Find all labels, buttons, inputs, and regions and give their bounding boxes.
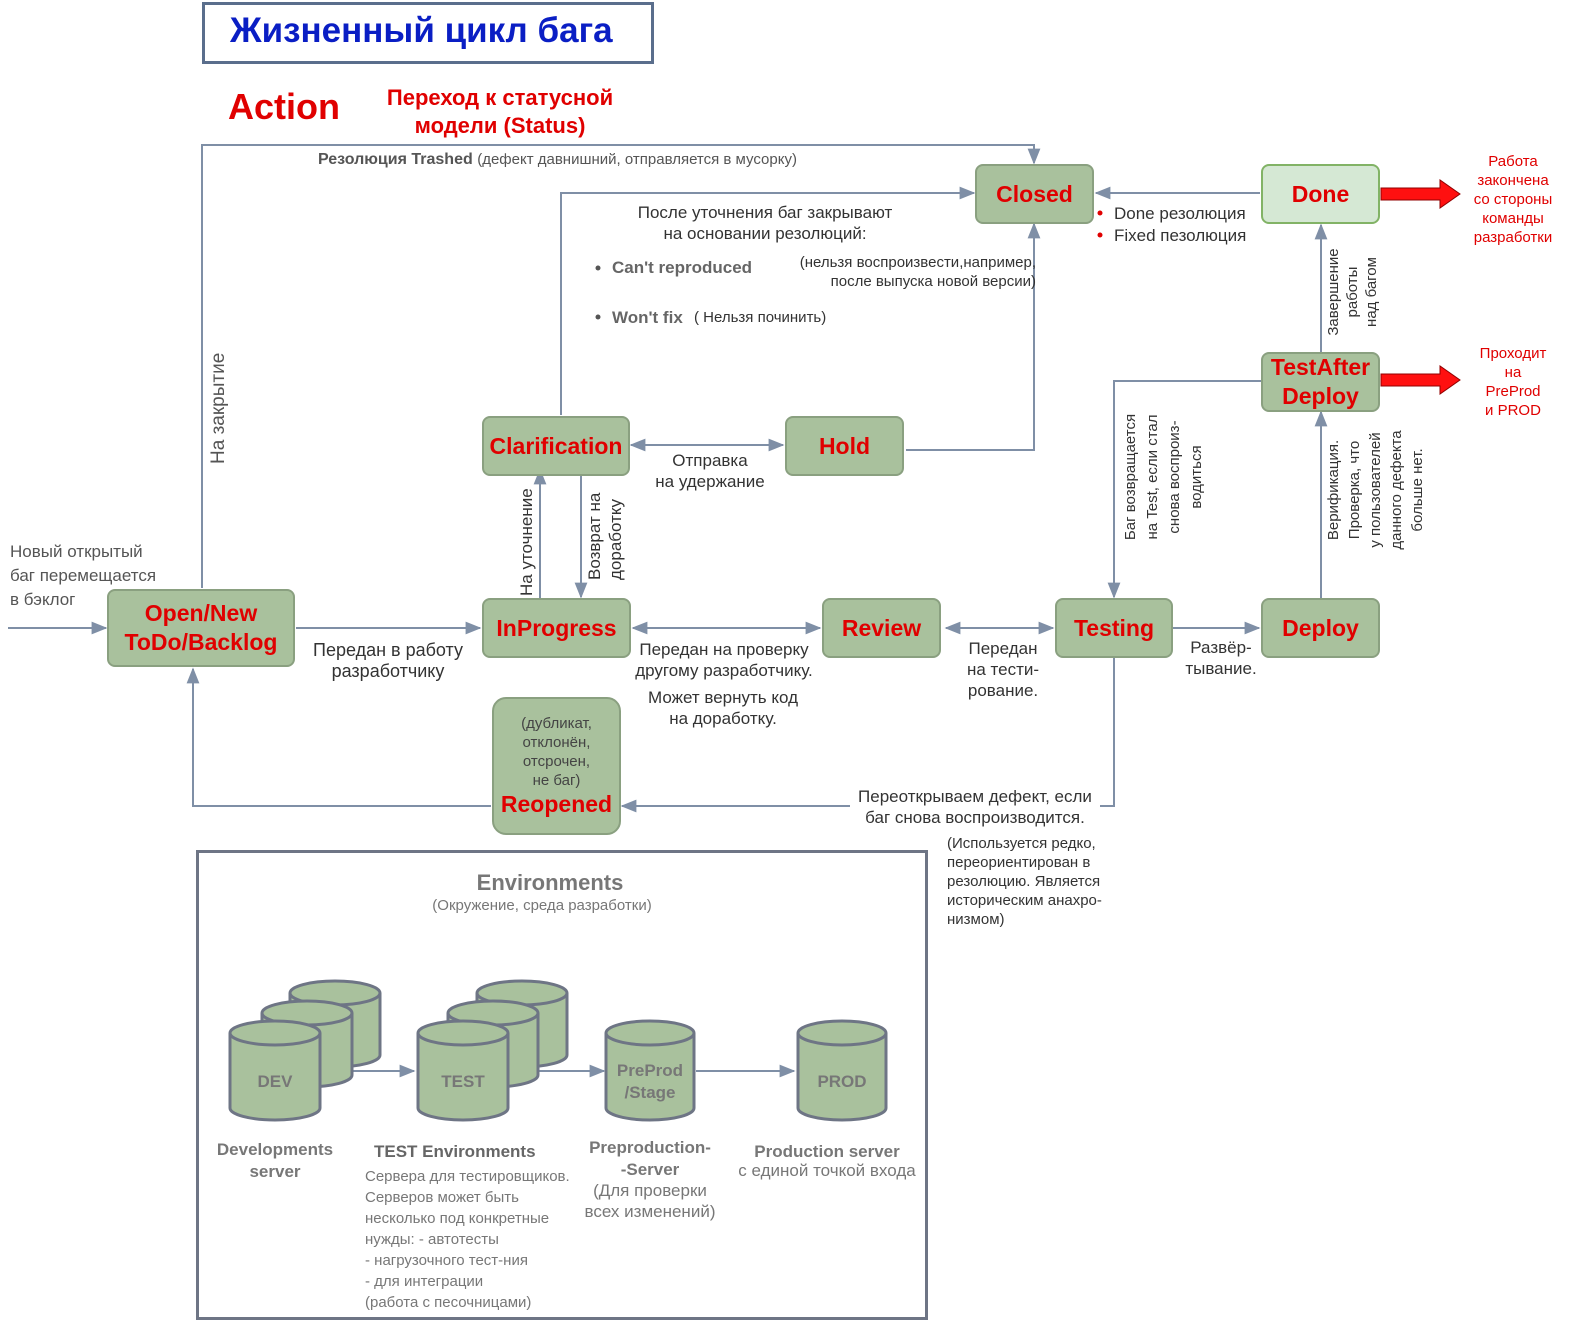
node-closed[interactable]: Closed: [975, 164, 1094, 224]
clarify-close-label: После уточнения баг закрывают на основан…: [637, 203, 893, 243]
rarely-used-note: (Используется редко, переориентирован в …: [947, 835, 1102, 928]
action-label: Action: [228, 86, 340, 127]
arrow-open-to-closed: [201, 144, 1041, 588]
reopened-label: Reopened: [500, 790, 613, 817]
node-testafter-deploy[interactable]: TestAfter Deploy: [1261, 352, 1380, 412]
db-prod-label: PROD: [817, 1072, 867, 1091]
environments-frame: [196, 850, 928, 1320]
bullet-wont: [595, 314, 601, 320]
node-reopened[interactable]: (дубликат, отклонён, отсрочен, не баг) R…: [492, 697, 621, 835]
reopen-defect-label: Переоткрываем дефект, если баг снова вос…: [850, 786, 1100, 828]
finish-work-label: Завершение работы над багом: [1325, 248, 1380, 336]
trashed-bold: Резолюция Trashed: [318, 151, 473, 168]
test-env-name: TEST Environments: [374, 1142, 536, 1161]
test-env-desc: Сервера для тестировщиков. Серверов може…: [365, 1168, 570, 1311]
arrow-hold-closed: [906, 222, 1041, 451]
db-test-label: TEST: [441, 1072, 485, 1091]
reopened-note: (дубликат, отклонён, отсрочен, не баг): [521, 714, 592, 789]
trashed-rest: (дефект давнишний, отправляется в мусорк…: [477, 151, 797, 168]
db-prod: [796, 1019, 888, 1122]
passes-preprod-note: Проходит на PreProd и PROD: [1479, 345, 1547, 419]
bullet-cant: [595, 265, 601, 271]
prod-server-desc: с единой точкой входа: [738, 1161, 916, 1180]
red-arrow-done: [1380, 179, 1461, 209]
send-to-hold-label: Отправка на удержание: [655, 451, 765, 491]
to-review-label: Передан на проверку другому разработчику…: [635, 640, 813, 680]
title-frame: [202, 2, 654, 64]
fixed-resolution-label: Fixed пезолюция: [1114, 226, 1247, 245]
wont-fix-label: Won't fix: [612, 308, 683, 327]
red-arrow-testafter: [1380, 365, 1461, 395]
to-closing-label: На закрытие: [208, 352, 229, 464]
work-finished-note: Работа закончена со стороны команды разр…: [1473, 153, 1553, 246]
db-dev-label: DEV: [257, 1072, 293, 1091]
deployment-label: Развёр- тывание.: [1185, 638, 1257, 678]
db-preprod-label: PreProd /Stage: [616, 1061, 684, 1102]
node-done[interactable]: Done: [1261, 164, 1380, 224]
trashed-resolution: Резолюция Trashed (дефект давнишний, отп…: [318, 149, 797, 170]
cant-reproduced-label: Can't reproduced: [612, 258, 753, 277]
node-hold[interactable]: Hold: [785, 416, 904, 476]
db-test-group: [416, 979, 569, 1122]
arrow-testing-reopened: [620, 658, 1115, 813]
node-inprogress[interactable]: InProgress: [482, 598, 631, 658]
wont-fix-note: ( Нельзя починить): [694, 309, 827, 326]
back-to-rework-label: Возврат на доработку: [585, 492, 625, 580]
node-open[interactable]: Open/New ToDo/Backlog: [107, 589, 295, 667]
node-review[interactable]: Review: [822, 598, 941, 658]
preprod-server-name: Preproduction- -Server: [589, 1138, 711, 1179]
may-return-label: Может вернуть код на доработку.: [647, 688, 799, 728]
verification-label: Верификация. Проверка, что у пользовател…: [1325, 430, 1426, 550]
bullet-done: [1097, 210, 1103, 216]
environments-title: Environments: [476, 870, 624, 895]
node-testing[interactable]: Testing: [1055, 598, 1173, 658]
new-bug-label: Новый открытый баг перемещается в бэклог: [10, 542, 157, 609]
preprod-server-desc: (Для проверки всех изменений): [584, 1181, 716, 1221]
db-dev-group: [228, 979, 382, 1122]
environments-subtitle: (Окружение, среда разработки): [432, 897, 652, 914]
node-clarification[interactable]: Clarification: [482, 416, 630, 476]
status-transition-label: Переход к статусной модели (Status): [386, 85, 614, 138]
to-developer-label: Передан в работу разработчику: [313, 640, 463, 681]
arrow-reopened-open: [186, 667, 491, 807]
to-testing-label: Передан на тести- рование.: [966, 639, 1040, 700]
prod-server-name: Production server: [754, 1142, 900, 1161]
bug-returns-label: Баг возвращается на Test, если стал снов…: [1122, 413, 1205, 541]
bullet-fixed: [1097, 232, 1103, 238]
to-clarify-label: На уточнение: [517, 488, 536, 596]
page-title: Жизненный цикл бага: [230, 11, 613, 50]
arrow-testafter-testing: [1107, 380, 1261, 599]
db-preprod: [604, 1019, 696, 1122]
done-resolution-label: Done резолюция: [1114, 204, 1246, 223]
dev-server-name: Developments server: [216, 1140, 334, 1181]
cant-reproduced-note: (нельзя воспроизвести,например, после вы…: [799, 254, 1036, 290]
arrow-clarification-closed: [560, 186, 976, 415]
node-deploy[interactable]: Deploy: [1261, 598, 1380, 658]
